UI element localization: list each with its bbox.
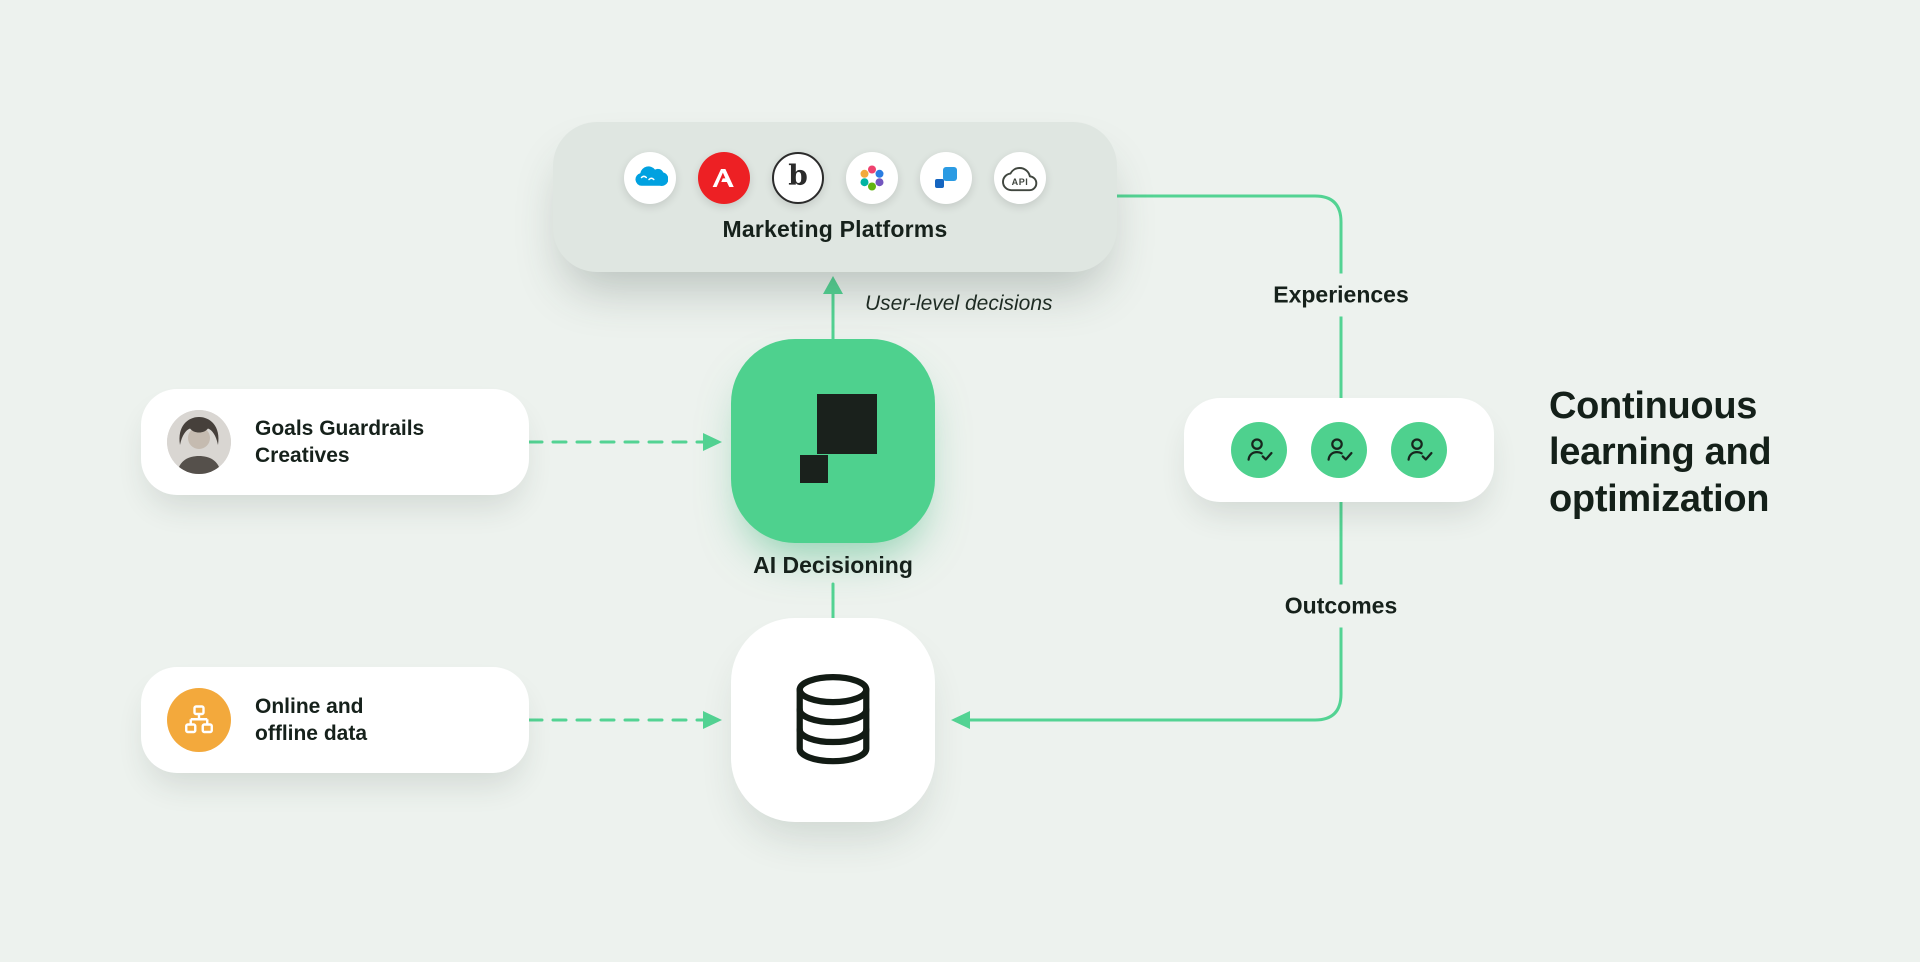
api-cloud-icon: API — [994, 151, 1046, 204]
colored-dots-icon — [846, 151, 898, 204]
ai-decisioning-label: AI Decisioning — [753, 552, 913, 578]
continuous-learning-headline: Continuous learning and optimization — [1549, 385, 1772, 520]
experiences-label: Experiences — [1267, 273, 1415, 317]
salesforce-icon — [624, 151, 676, 204]
goals-card-label: Goals Guardrails Creatives — [255, 416, 425, 467]
up-arrowhead-icon — [823, 276, 843, 294]
ai-logo-small-square-icon — [800, 455, 828, 483]
data-arrowhead-icon — [703, 711, 722, 729]
sitemap-icon — [167, 688, 231, 752]
experiences-users-panel — [1184, 398, 1494, 502]
outcomes-label: Outcomes — [1278, 584, 1404, 628]
database-icon — [796, 674, 870, 765]
database-box — [731, 618, 935, 822]
goals-arrowhead-icon — [703, 433, 722, 451]
user-level-decisions-label: User-level decisions — [865, 292, 1053, 315]
user-check-icon — [1391, 422, 1447, 478]
adobe-icon — [698, 151, 750, 204]
braze-icon: b — [772, 151, 824, 204]
api-text: API — [1012, 177, 1029, 187]
loop-arrowhead-icon — [951, 711, 970, 729]
data-card-label: Online and offline data — [255, 694, 368, 745]
ai-decisioning-box — [731, 339, 935, 543]
ai-logo-big-square-icon — [817, 394, 877, 454]
goals-card: Goals Guardrails Creatives — [141, 389, 529, 495]
data-card: Online and offline data — [141, 667, 529, 773]
marketing-platforms-label: Marketing Platforms — [722, 215, 948, 242]
user-check-icon — [1311, 422, 1367, 478]
platform-icons-row: b AP — [624, 151, 1046, 204]
user-check-icon — [1231, 422, 1287, 478]
marketing-platforms-panel: b AP — [553, 122, 1117, 272]
braze-letter: b — [788, 158, 808, 192]
avatar — [167, 410, 231, 474]
blue-squares-icon — [920, 151, 972, 204]
